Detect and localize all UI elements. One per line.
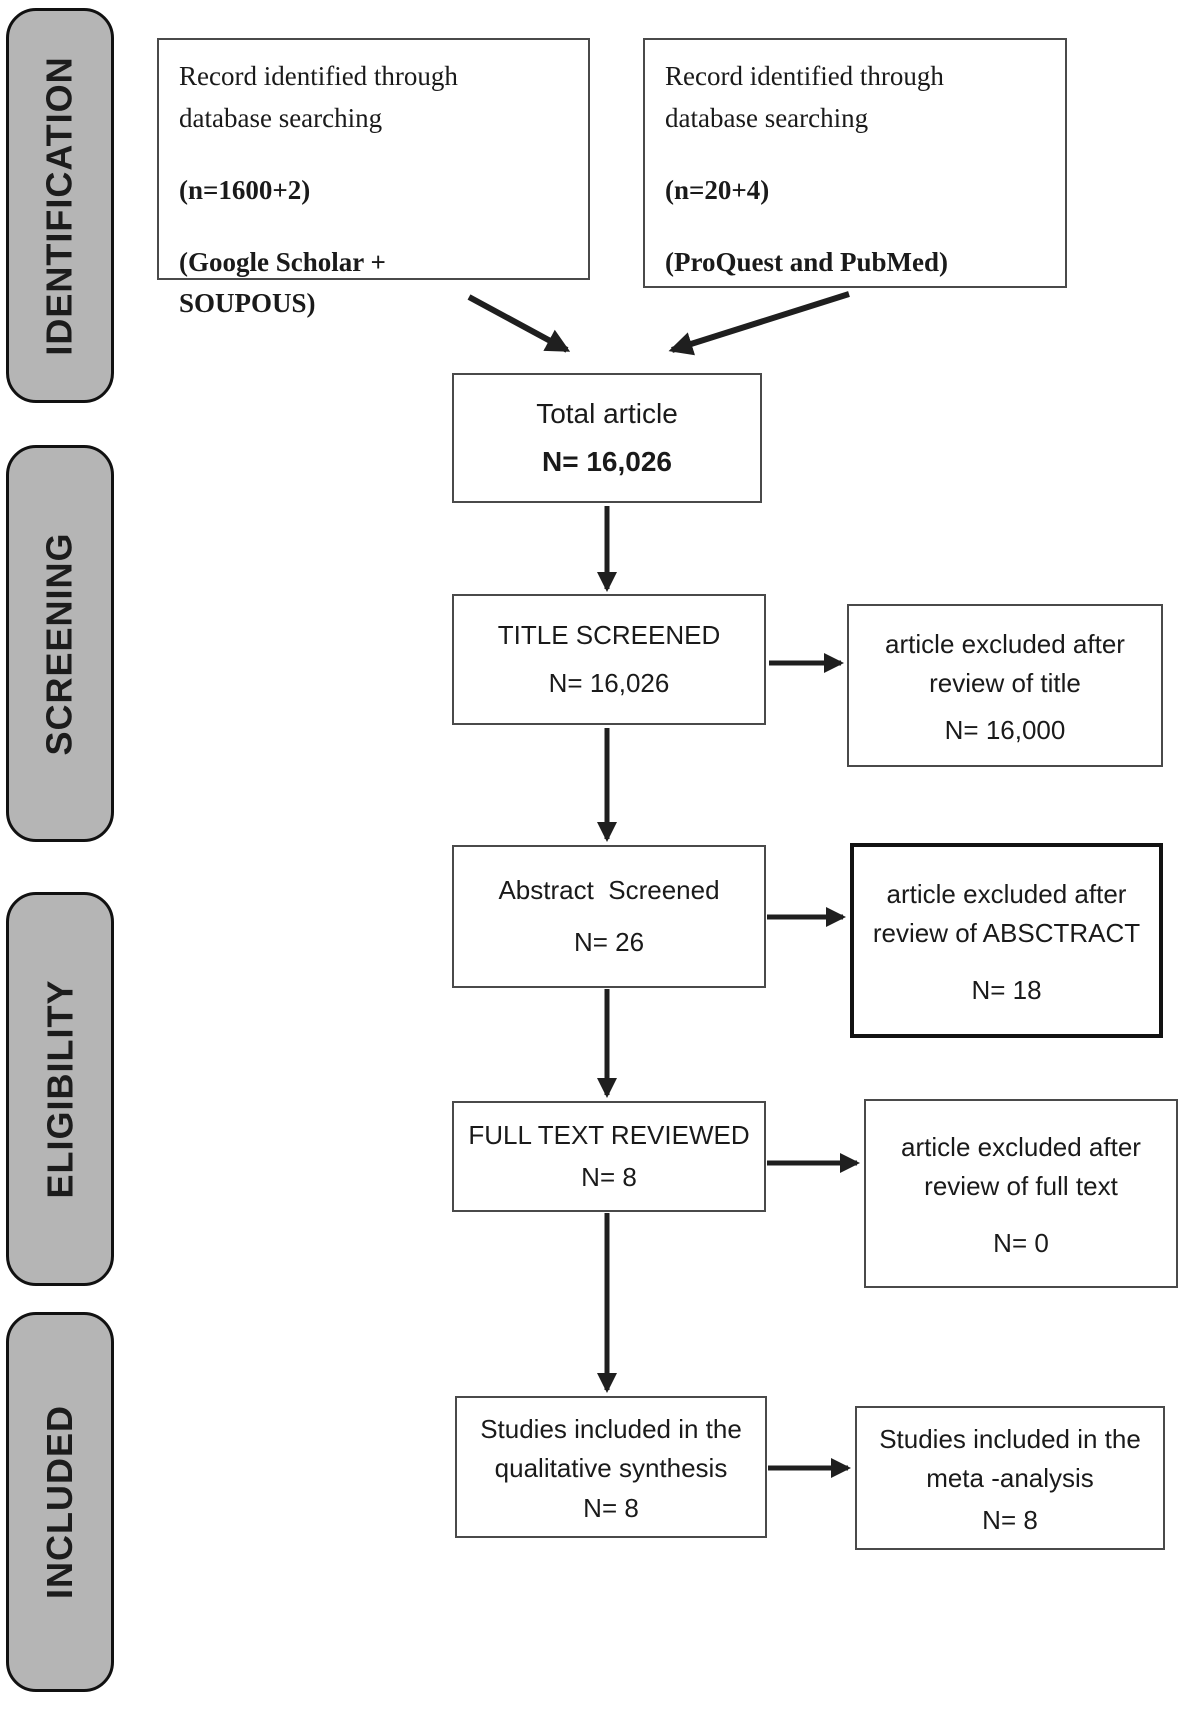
stage-included-label: INCLUDED	[39, 1405, 80, 1599]
total-article-title: Total article	[536, 397, 678, 429]
stage-eligibility: ELIGIBILITY	[6, 892, 114, 1286]
excluded-title-text: article excluded after review of title	[885, 625, 1125, 703]
qualitative-count: N= 8	[583, 1493, 639, 1524]
node-records-proquest-pubmed: Record identified through database searc…	[643, 38, 1067, 288]
node-total-article: Total article N= 16,026	[452, 373, 762, 503]
qualitative-line1: Studies included in the	[480, 1413, 742, 1444]
source-right-line2: database searching	[665, 102, 869, 133]
source-left-line1: Record identified through	[179, 61, 458, 91]
excluded-abstract-line1: article excluded after	[886, 879, 1127, 909]
source-left-databases: (Google Scholar + SOUPOUS)	[179, 242, 568, 326]
stage-screening-label: SCREENING	[39, 531, 80, 756]
full-text-count: N= 8	[581, 1162, 637, 1192]
stage-identification-label: IDENTIFICATION	[39, 55, 80, 356]
meta-analysis-line1: Studies included in the	[879, 1424, 1141, 1455]
source-left-count: (n=1600+2)	[179, 174, 311, 205]
source-left-line2: database searching	[179, 102, 383, 133]
arrow-source-right-to-total	[668, 291, 850, 356]
stage-eligibility-label: ELIGIBILITY	[39, 979, 81, 1199]
excluded-full-text-count: N= 0	[993, 1227, 1049, 1258]
source-right-databases: (ProQuest and PubMed)	[665, 246, 949, 277]
node-excluded-title: article excluded after review of title N…	[847, 604, 1163, 767]
excluded-abstract-count: N= 18	[971, 975, 1042, 1005]
excluded-abstract-line2: review of ABSCTRACT	[872, 918, 1141, 948]
stage-screening: SCREENING	[6, 445, 114, 842]
node-meta-analysis: Studies included in the meta -analysis N…	[855, 1406, 1165, 1550]
node-full-text-reviewed: FULL TEXT REVIEWED N= 8	[452, 1101, 766, 1212]
node-excluded-abstract: article excluded after review of ABSCTRA…	[850, 843, 1163, 1038]
title-screened-title: TITLE SCREENED	[497, 619, 721, 650]
stage-identification: IDENTIFICATION	[6, 8, 114, 403]
source-right-line1: Record identified through	[665, 61, 944, 91]
excluded-title-count: N= 16,000	[944, 715, 1066, 746]
meta-analysis-line2: meta -analysis	[926, 1463, 1094, 1494]
qualitative-line2: qualitative synthesis	[494, 1452, 728, 1483]
node-title-screened: TITLE SCREENED N= 16,026	[452, 594, 766, 725]
excluded-full-text-text: article excluded after review of full te…	[901, 1128, 1141, 1206]
qualitative-text: Studies included in the qualitative synt…	[480, 1410, 742, 1488]
excluded-title-line1: article excluded after	[885, 628, 1125, 659]
excluded-abstract-text: article excluded after review of ABSCTRA…	[873, 875, 1140, 953]
total-article-count: N= 16,026	[542, 446, 672, 478]
abstract-screened-count: N= 26	[573, 927, 645, 958]
source-right-description: Record identified through database searc…	[665, 56, 1045, 140]
source-right-count: (n=20+4)	[665, 174, 770, 205]
excluded-full-text-line2: review of full text	[924, 1171, 1118, 1202]
node-records-google-scholar: Record identified through database searc…	[157, 38, 590, 318]
full-text-title: FULL TEXT REVIEWED	[468, 1120, 750, 1150]
meta-analysis-text: Studies included in the meta -analysis	[879, 1420, 1141, 1498]
excluded-title-line2: review of title	[929, 667, 1081, 698]
excluded-full-text-line1: article excluded after	[901, 1132, 1141, 1163]
title-screened-count: N= 16,026	[548, 668, 670, 699]
source-left-description: Record identified through database searc…	[179, 56, 568, 140]
meta-analysis-count: N= 8	[982, 1504, 1038, 1535]
stage-included: INCLUDED	[6, 1312, 114, 1692]
source-left-databases-line1: (Google Scholar +	[179, 246, 386, 277]
abstract-screened-title: Abstract Screened	[498, 874, 720, 905]
node-qualitative-synthesis: Studies included in the qualitative synt…	[455, 1396, 767, 1538]
source-left-databases-line2: SOUPOUS)	[179, 288, 316, 319]
node-excluded-full-text: article excluded after review of full te…	[864, 1099, 1178, 1288]
node-abstract-screened: Abstract Screened N= 26	[452, 845, 766, 988]
